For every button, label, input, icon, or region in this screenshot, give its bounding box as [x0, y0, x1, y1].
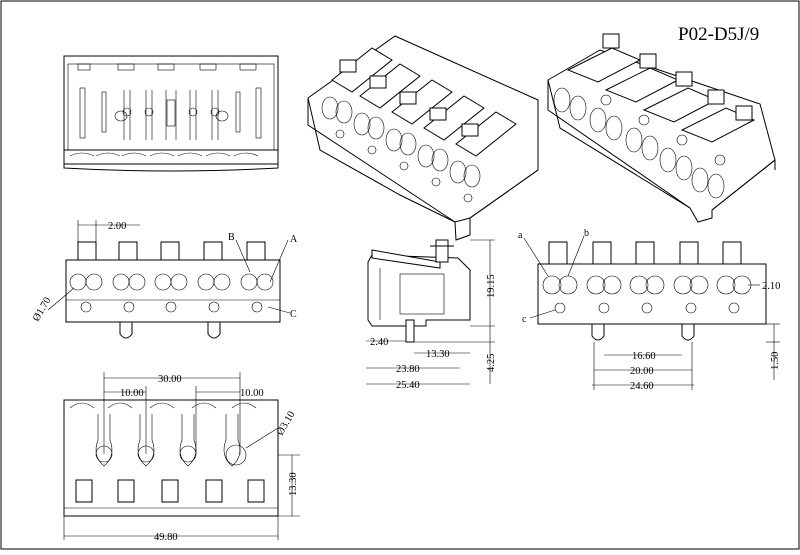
front-label-B: B	[228, 232, 235, 243]
front-hole-dia: Ø1.70	[31, 296, 54, 324]
side-dim-23-80: 23.80	[396, 364, 420, 375]
front-label-C: C	[290, 309, 297, 320]
side-dim-25-40: 25.40	[396, 380, 420, 391]
iso-view-levers-closed	[307, 35, 539, 241]
rear-view: a b c 2.10 16.60 20.00 24.60 1.50	[518, 228, 781, 392]
side-dim-13-30: 13.30	[426, 349, 450, 360]
rear-dim-16-60: 16.60	[632, 351, 656, 362]
front-label-A: A	[290, 234, 298, 245]
rear-dim-20-00: 20.00	[630, 366, 654, 377]
bottom-view: 30.00 10.00 10.00 Ø3.10 13.30 49.80	[63, 372, 300, 543]
rear-dim-1-50: 1.50	[770, 352, 781, 370]
bottom-dim-10-00-right: 10.00	[240, 388, 264, 399]
side-dim-19-15: 19.15	[486, 274, 497, 298]
part-number: P02-D5J/9	[678, 24, 759, 45]
front-dim-2-00: 2.00	[108, 221, 126, 232]
side-dim-4-25: 4.25	[486, 354, 497, 372]
side-view: 19.15 4.25 2.40 13.30 23.80 25.40	[366, 239, 497, 391]
bottom-dim-13-30: 13.30	[288, 472, 299, 496]
front-view: 2.00 B A C Ø1.70	[31, 220, 298, 339]
top-view	[63, 55, 279, 172]
iso-view-levers-open	[547, 33, 776, 223]
bottom-dim-10-00-left: 10.00	[120, 388, 144, 399]
rear-label-a: a	[518, 230, 523, 241]
bottom-dim-30-00: 30.00	[158, 374, 182, 385]
rear-label-b: b	[584, 228, 589, 239]
side-dim-2-40: 2.40	[370, 337, 388, 348]
rear-hole-dia: 2.10	[762, 281, 780, 292]
bottom-dim-49-80: 49.80	[154, 532, 178, 543]
rear-dim-24-60: 24.60	[630, 381, 654, 392]
rear-label-c: c	[522, 314, 527, 325]
